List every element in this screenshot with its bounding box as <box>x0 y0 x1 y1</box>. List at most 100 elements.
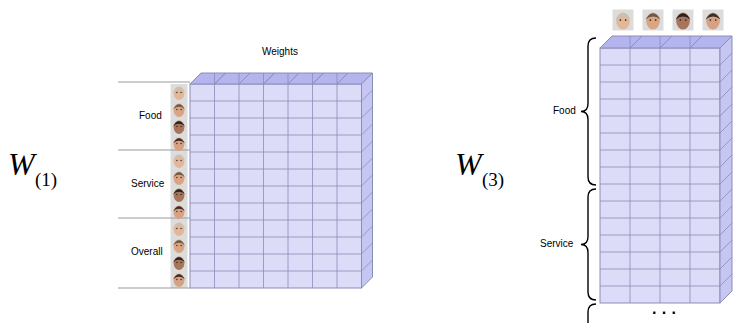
grid-line <box>720 121 732 133</box>
face-skin <box>174 206 185 220</box>
group-label: Food <box>553 106 576 116</box>
face-eye <box>176 126 177 127</box>
face-eye <box>176 228 177 229</box>
axis-heading: Weights <box>262 47 298 57</box>
grid-line <box>337 73 348 84</box>
face-backdrop <box>171 135 188 152</box>
face-eye <box>685 19 687 21</box>
grid-line <box>190 271 362 272</box>
grid-line <box>600 286 720 287</box>
curly-bracket <box>581 38 596 185</box>
matrix-symbol: W <box>8 148 35 180</box>
face-backdrop <box>171 118 188 135</box>
grid-line <box>600 116 720 117</box>
face-skin <box>174 121 185 135</box>
face-eye <box>176 279 177 280</box>
face-skin <box>174 274 185 288</box>
mode-subscript: (3) <box>482 170 504 189</box>
grid-line <box>600 99 720 100</box>
grid-line <box>190 101 362 102</box>
grid-line <box>720 240 732 252</box>
front-face <box>190 84 362 288</box>
grid-line <box>362 175 373 186</box>
group-label: Food <box>139 111 162 121</box>
face-skin <box>174 257 185 271</box>
face-skin <box>174 87 185 101</box>
face-backdrop <box>171 152 188 169</box>
grid-line <box>362 226 373 237</box>
face-eye <box>176 109 177 110</box>
grid-line <box>239 73 240 288</box>
face-backdrop <box>171 237 188 254</box>
grid-line <box>600 184 720 185</box>
face-eye <box>180 228 181 229</box>
face-backdrop <box>613 10 634 31</box>
grid-line <box>215 73 226 84</box>
matrix-block <box>190 73 373 288</box>
grid-line <box>337 73 338 288</box>
face-hair <box>173 138 185 143</box>
grid-line <box>362 192 373 203</box>
face-eye <box>176 245 177 246</box>
grid-line <box>630 36 642 48</box>
face-backdrop <box>171 84 188 101</box>
face-hair <box>173 206 185 211</box>
face-eye <box>176 211 177 212</box>
face-eye <box>180 262 181 263</box>
grid-line <box>264 73 275 84</box>
reviewer-face <box>171 84 188 101</box>
grid-line <box>239 73 250 84</box>
grid-line <box>600 269 720 270</box>
grid-line <box>600 252 720 253</box>
grid-line <box>600 218 720 219</box>
curly-bracket <box>581 189 596 300</box>
face-eye <box>180 160 181 161</box>
grid-line <box>362 158 373 169</box>
grid-line <box>660 36 661 303</box>
ellipsis: · · · <box>652 305 677 321</box>
face-skin <box>676 12 690 29</box>
group-label: Service <box>540 239 573 249</box>
face-eye <box>180 245 181 246</box>
face-hair <box>173 172 185 177</box>
grid-line <box>313 73 324 84</box>
grid-line <box>288 73 299 84</box>
face-eye <box>176 143 177 144</box>
reviewer-face <box>171 101 188 118</box>
grid-line <box>362 260 373 271</box>
grid-line <box>190 220 362 221</box>
face-backdrop <box>703 10 724 31</box>
grid-line <box>600 235 720 236</box>
grid-line <box>600 133 720 134</box>
face-eye <box>180 92 181 93</box>
face-hair <box>173 121 185 126</box>
face-eye <box>709 19 711 21</box>
face-skin <box>174 172 185 186</box>
grid-line <box>720 172 732 184</box>
face-hair <box>173 155 185 160</box>
reviewer-face <box>171 186 188 203</box>
grid-line <box>362 90 373 101</box>
group-divider <box>118 82 190 83</box>
top-face <box>600 36 732 48</box>
matrix-block <box>600 36 732 303</box>
reviewer-face <box>171 220 188 237</box>
grid-line <box>337 73 348 84</box>
grid-line <box>630 36 631 303</box>
grid-line <box>720 223 732 235</box>
face-skin <box>174 138 185 152</box>
grid-line <box>720 87 732 99</box>
grid-line <box>190 186 362 187</box>
grid-line <box>362 141 373 152</box>
face-hair <box>173 189 185 194</box>
face-backdrop <box>171 101 188 118</box>
face-backdrop <box>171 254 188 271</box>
reviewer-face <box>171 152 188 169</box>
grid-line <box>190 254 362 255</box>
grid-line <box>214 73 215 288</box>
face-eye <box>180 211 181 212</box>
top-face <box>190 73 373 84</box>
grid-line <box>362 209 373 220</box>
face-eye <box>176 194 177 195</box>
